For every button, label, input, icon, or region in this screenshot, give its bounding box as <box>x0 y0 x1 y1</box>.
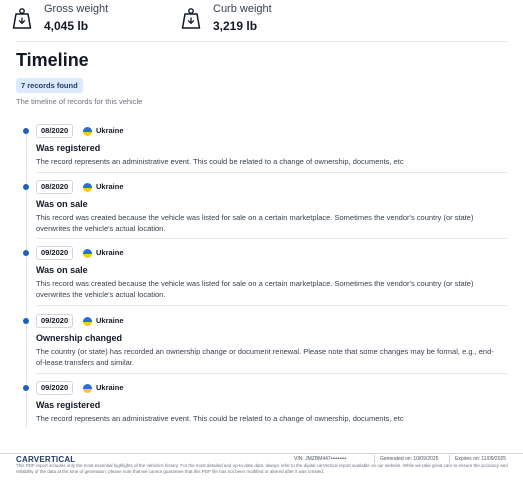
ukraine-flag-icon <box>83 127 92 136</box>
entry-date-badge: 08/2020 <box>36 124 74 138</box>
entry-title: Was on sale <box>36 265 88 275</box>
logo-left: CAR <box>16 455 34 464</box>
footer-divider <box>0 453 523 454</box>
entry-country: Ukraine <box>96 126 124 135</box>
vin-text: VIN: JMZBM447••••••••• <box>294 456 347 462</box>
gross-weight-value: 4,045 lb <box>44 19 89 33</box>
weight-icon <box>181 8 201 29</box>
entry-title: Was registered <box>36 143 101 153</box>
entry-divider <box>36 305 507 306</box>
timeline-dot <box>23 318 29 324</box>
entry-country: Ukraine <box>96 316 124 325</box>
entry-country: Ukraine <box>96 383 124 392</box>
gross-weight-label: Gross weight <box>44 3 109 15</box>
entry-title: Was on sale <box>36 199 88 209</box>
ukraine-flag-icon <box>83 317 92 326</box>
timeline-dot <box>23 184 29 190</box>
entry-divider <box>36 238 507 239</box>
weight-icon <box>12 8 32 29</box>
timeline-dot <box>23 128 29 134</box>
records-count-badge: 7 records found <box>16 78 83 93</box>
meta-separator <box>374 455 375 463</box>
entry-description: The country (or state) has recorded an o… <box>36 347 494 367</box>
timeline-dot <box>23 250 29 256</box>
generated-date: Generated on: 10/09/2025 <box>380 456 439 462</box>
entry-country: Ukraine <box>96 248 124 257</box>
expires-date: Expires on: 11/09/2025 <box>455 456 507 462</box>
entry-country: Ukraine <box>96 182 124 191</box>
timeline-line <box>26 128 27 428</box>
entry-date-badge: 09/2020 <box>36 246 74 260</box>
meta-separator <box>449 455 450 463</box>
carvertical-logo: CARVERTICAL <box>16 455 75 464</box>
gross-weight-spec: Gross weight 4,045 lb <box>12 2 108 34</box>
footer-disclaimer: This PDF report includes only the most e… <box>16 463 508 474</box>
entry-date-badge: 08/2020 <box>36 180 74 194</box>
entry-description: The record represents an administrative … <box>36 157 404 166</box>
entry-date-badge: 09/2020 <box>36 314 74 328</box>
entry-title: Was registered <box>36 400 101 410</box>
curb-weight-value: 3,219 lb <box>213 19 258 33</box>
entry-description: This record was created because the vehi… <box>36 213 474 233</box>
section-divider <box>16 41 507 42</box>
entry-date-badge: 09/2020 <box>36 381 74 395</box>
timeline-dot <box>23 385 29 391</box>
entry-title: Ownership changed <box>36 333 123 343</box>
entry-divider <box>36 373 507 374</box>
ukraine-flag-icon <box>83 384 92 393</box>
curb-weight-spec: Curb weight 3,219 lb <box>181 2 272 34</box>
timeline-description: The timeline of records for this vehicle <box>16 97 143 106</box>
timeline-title: Timeline <box>16 50 89 70</box>
entry-divider <box>36 172 507 173</box>
logo-right: VERTICAL <box>33 455 76 464</box>
entry-description: The record represents an administrative … <box>36 414 404 423</box>
ukraine-flag-icon <box>83 183 92 192</box>
ukraine-flag-icon <box>83 249 92 258</box>
vehicle-specs: Gross weight 4,045 lb Curb weight 3,219 … <box>0 0 523 40</box>
entry-description: This record was created because the vehi… <box>36 279 474 299</box>
curb-weight-label: Curb weight <box>213 3 272 15</box>
